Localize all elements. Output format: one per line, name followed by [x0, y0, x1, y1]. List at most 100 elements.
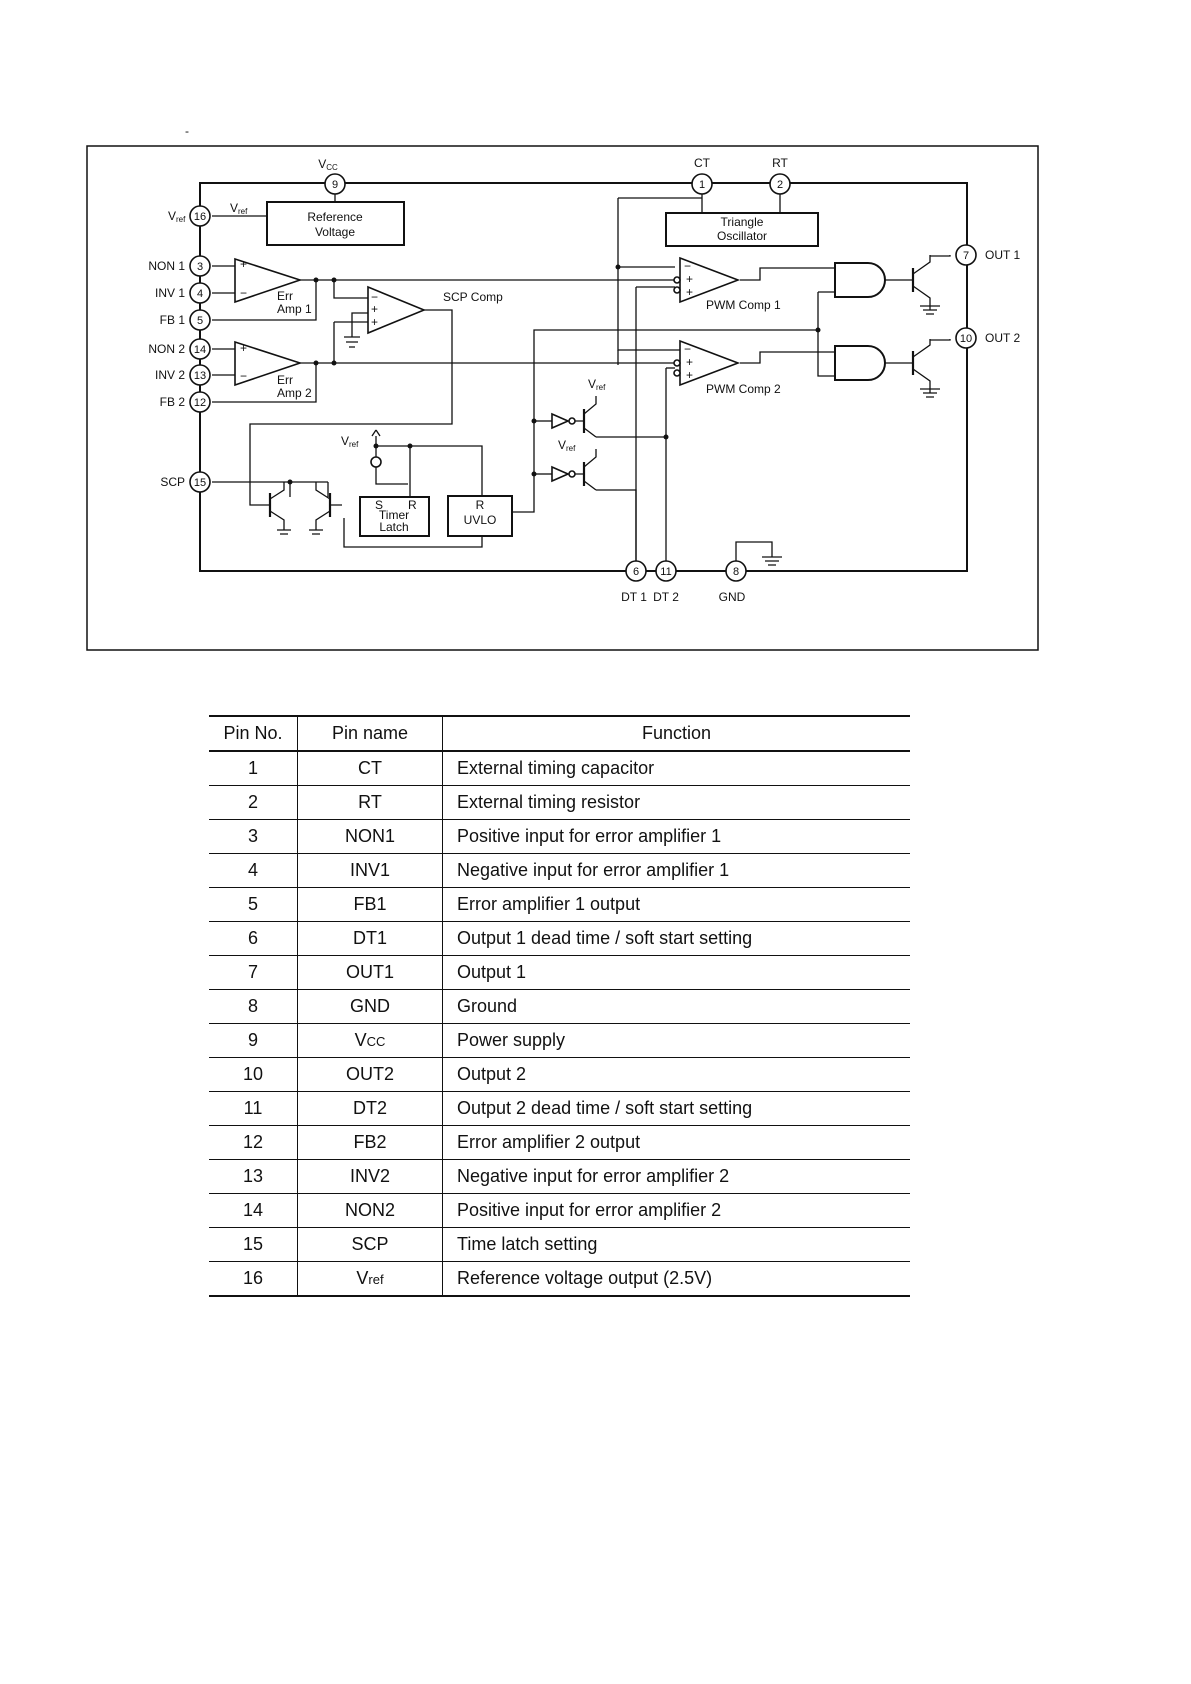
pin-number: 4 [209, 853, 298, 888]
svg-text:14: 14 [194, 344, 206, 356]
pin-name-main: OUT2 [345, 1064, 394, 1084]
svg-text:+: + [686, 272, 693, 286]
pin-number: 1 [209, 751, 298, 786]
pin-name-main: NON2 [344, 1200, 395, 1220]
svg-text:4: 4 [197, 288, 203, 300]
table-row: 14 NON2 Positive input for error amplifier… [209, 1193, 910, 1228]
pin-name-main: INV2 [349, 1166, 391, 1186]
pin-name-main: RT [358, 792, 382, 812]
pin-number: 3 [209, 819, 298, 854]
pin-name: SCP [297, 1227, 443, 1262]
svg-text:6: 6 [633, 566, 639, 578]
svg-text:Vref: Vref [341, 434, 359, 449]
pin-4: 4 INV 1 [155, 282, 211, 304]
timer-vref-source: Vref [341, 429, 382, 468]
svg-text:Timer: Timer [379, 508, 409, 522]
svg-text:16: 16 [194, 211, 206, 223]
err-amp-2: + − Err Amp 2 [234, 340, 312, 400]
pin-7: 7 OUT 1 [955, 244, 1020, 266]
svg-text:Vref: Vref [168, 209, 186, 224]
svg-text:INV 2: INV 2 [155, 368, 185, 382]
pin-11: 11 DT 2 [653, 560, 679, 604]
svg-text:−: − [240, 286, 247, 300]
svg-text:UVLO: UVLO [464, 513, 497, 527]
pin-name: GND [297, 989, 443, 1024]
pwm-comparator-1: − + + PWM Comp 1 [673, 256, 781, 312]
svg-text:S: S [375, 498, 383, 512]
svg-text:R: R [408, 498, 417, 512]
svg-text:11: 11 [660, 566, 671, 578]
pin-name-subscript: CC [366, 1034, 386, 1049]
pin-number: 11 [209, 1091, 298, 1126]
and-gate-1 [834, 262, 886, 298]
svg-text:NON 1: NON 1 [148, 259, 185, 273]
diagram-frame [86, 145, 1039, 651]
triangle-oscillator-block: Triangle Oscillator [665, 212, 819, 247]
pin-name: DT1 [297, 921, 443, 956]
pin-function: External timing capacitor [442, 751, 910, 786]
table-header-row: Pin No. Pin name Function [209, 715, 910, 752]
svg-text:INV 1: INV 1 [155, 286, 185, 300]
svg-text:7: 7 [963, 250, 969, 262]
pin-function: Positive input for error amplifier 1 [442, 819, 910, 854]
pin-function: External timing resistor [442, 785, 910, 820]
scp-transistor-2 [309, 482, 342, 535]
pin-name: OUT2 [297, 1057, 443, 1092]
pin-14: 14 NON 2 [148, 338, 211, 360]
pin-function: Negative input for error amplifier 2 [442, 1159, 910, 1194]
svg-text:−: − [684, 259, 691, 273]
svg-text:OUT 1: OUT 1 [985, 248, 1020, 262]
svg-text:Err: Err [277, 373, 293, 387]
header-pin-no: Pin No. [209, 715, 298, 752]
pin-function: Reference voltage output (2.5V) [442, 1261, 910, 1297]
svg-text:PWM Comp 2: PWM Comp 2 [706, 382, 781, 396]
pin-number: 8 [209, 989, 298, 1024]
svg-text:+: + [240, 341, 247, 355]
svg-text:Vref: Vref [588, 377, 606, 392]
pin-name: CT [297, 751, 443, 786]
svg-text:+: + [686, 355, 693, 369]
pin-name: NON2 [297, 1193, 443, 1228]
vref-line-label: Vref [230, 201, 248, 216]
pin-number: 5 [209, 887, 298, 922]
svg-text:Reference: Reference [307, 210, 363, 224]
reference-voltage-block: Reference Voltage [266, 201, 405, 246]
pin-function: Negative input for error amplifier 1 [442, 853, 910, 888]
svg-text:10: 10 [960, 333, 972, 345]
uvlo-block: R UVLO [447, 495, 513, 537]
pin-name: INV2 [297, 1159, 443, 1194]
pin-function: Power supply [442, 1023, 910, 1058]
header-function: Function [442, 715, 910, 752]
pin-name-main: V [354, 1030, 367, 1050]
pin-name: RT [297, 785, 443, 820]
pin-function: Positive input for error amplifier 2 [442, 1193, 910, 1228]
svg-text:RT: RT [772, 156, 788, 170]
svg-text:+: + [371, 302, 378, 316]
pin-number: 7 [209, 955, 298, 990]
pin-number: 9 [209, 1023, 298, 1058]
svg-text:8: 8 [733, 566, 739, 578]
table-row: 9 VCC Power supply [209, 1023, 910, 1058]
svg-text:15: 15 [194, 477, 206, 489]
pin-number: 14 [209, 1193, 298, 1228]
svg-text:Amp 1: Amp 1 [277, 302, 312, 316]
scp-comparator: − + + SCP Comp [367, 285, 503, 335]
svg-text:9: 9 [332, 179, 338, 191]
pin-number: 12 [209, 1125, 298, 1160]
pwm-comparator-2: − + + PWM Comp 2 [673, 339, 781, 396]
pin-name: NON1 [297, 819, 443, 854]
pin-2: 2 RT [769, 156, 791, 195]
and-gate-2 [834, 345, 886, 381]
svg-text:−: − [371, 290, 378, 304]
pin-15: 15 SCP [160, 471, 211, 493]
pin-number: 15 [209, 1227, 298, 1262]
